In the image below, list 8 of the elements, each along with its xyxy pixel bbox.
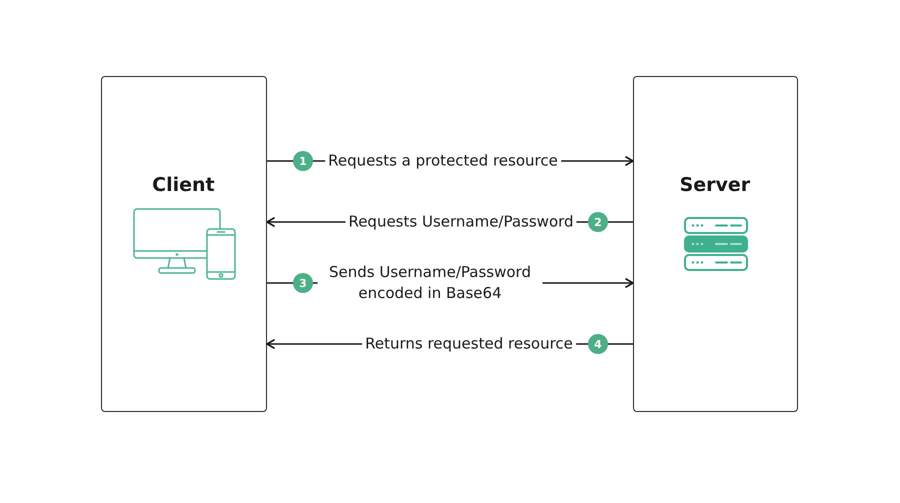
step-number: 4 bbox=[588, 334, 608, 354]
participant-title: Client bbox=[152, 174, 215, 197]
step-number: 1 bbox=[293, 151, 313, 171]
step-number: 2 bbox=[588, 212, 608, 232]
participant-title: Server bbox=[680, 174, 750, 197]
participant-box bbox=[633, 76, 798, 412]
step-number: 3 bbox=[293, 273, 313, 293]
participant-box bbox=[101, 76, 267, 412]
